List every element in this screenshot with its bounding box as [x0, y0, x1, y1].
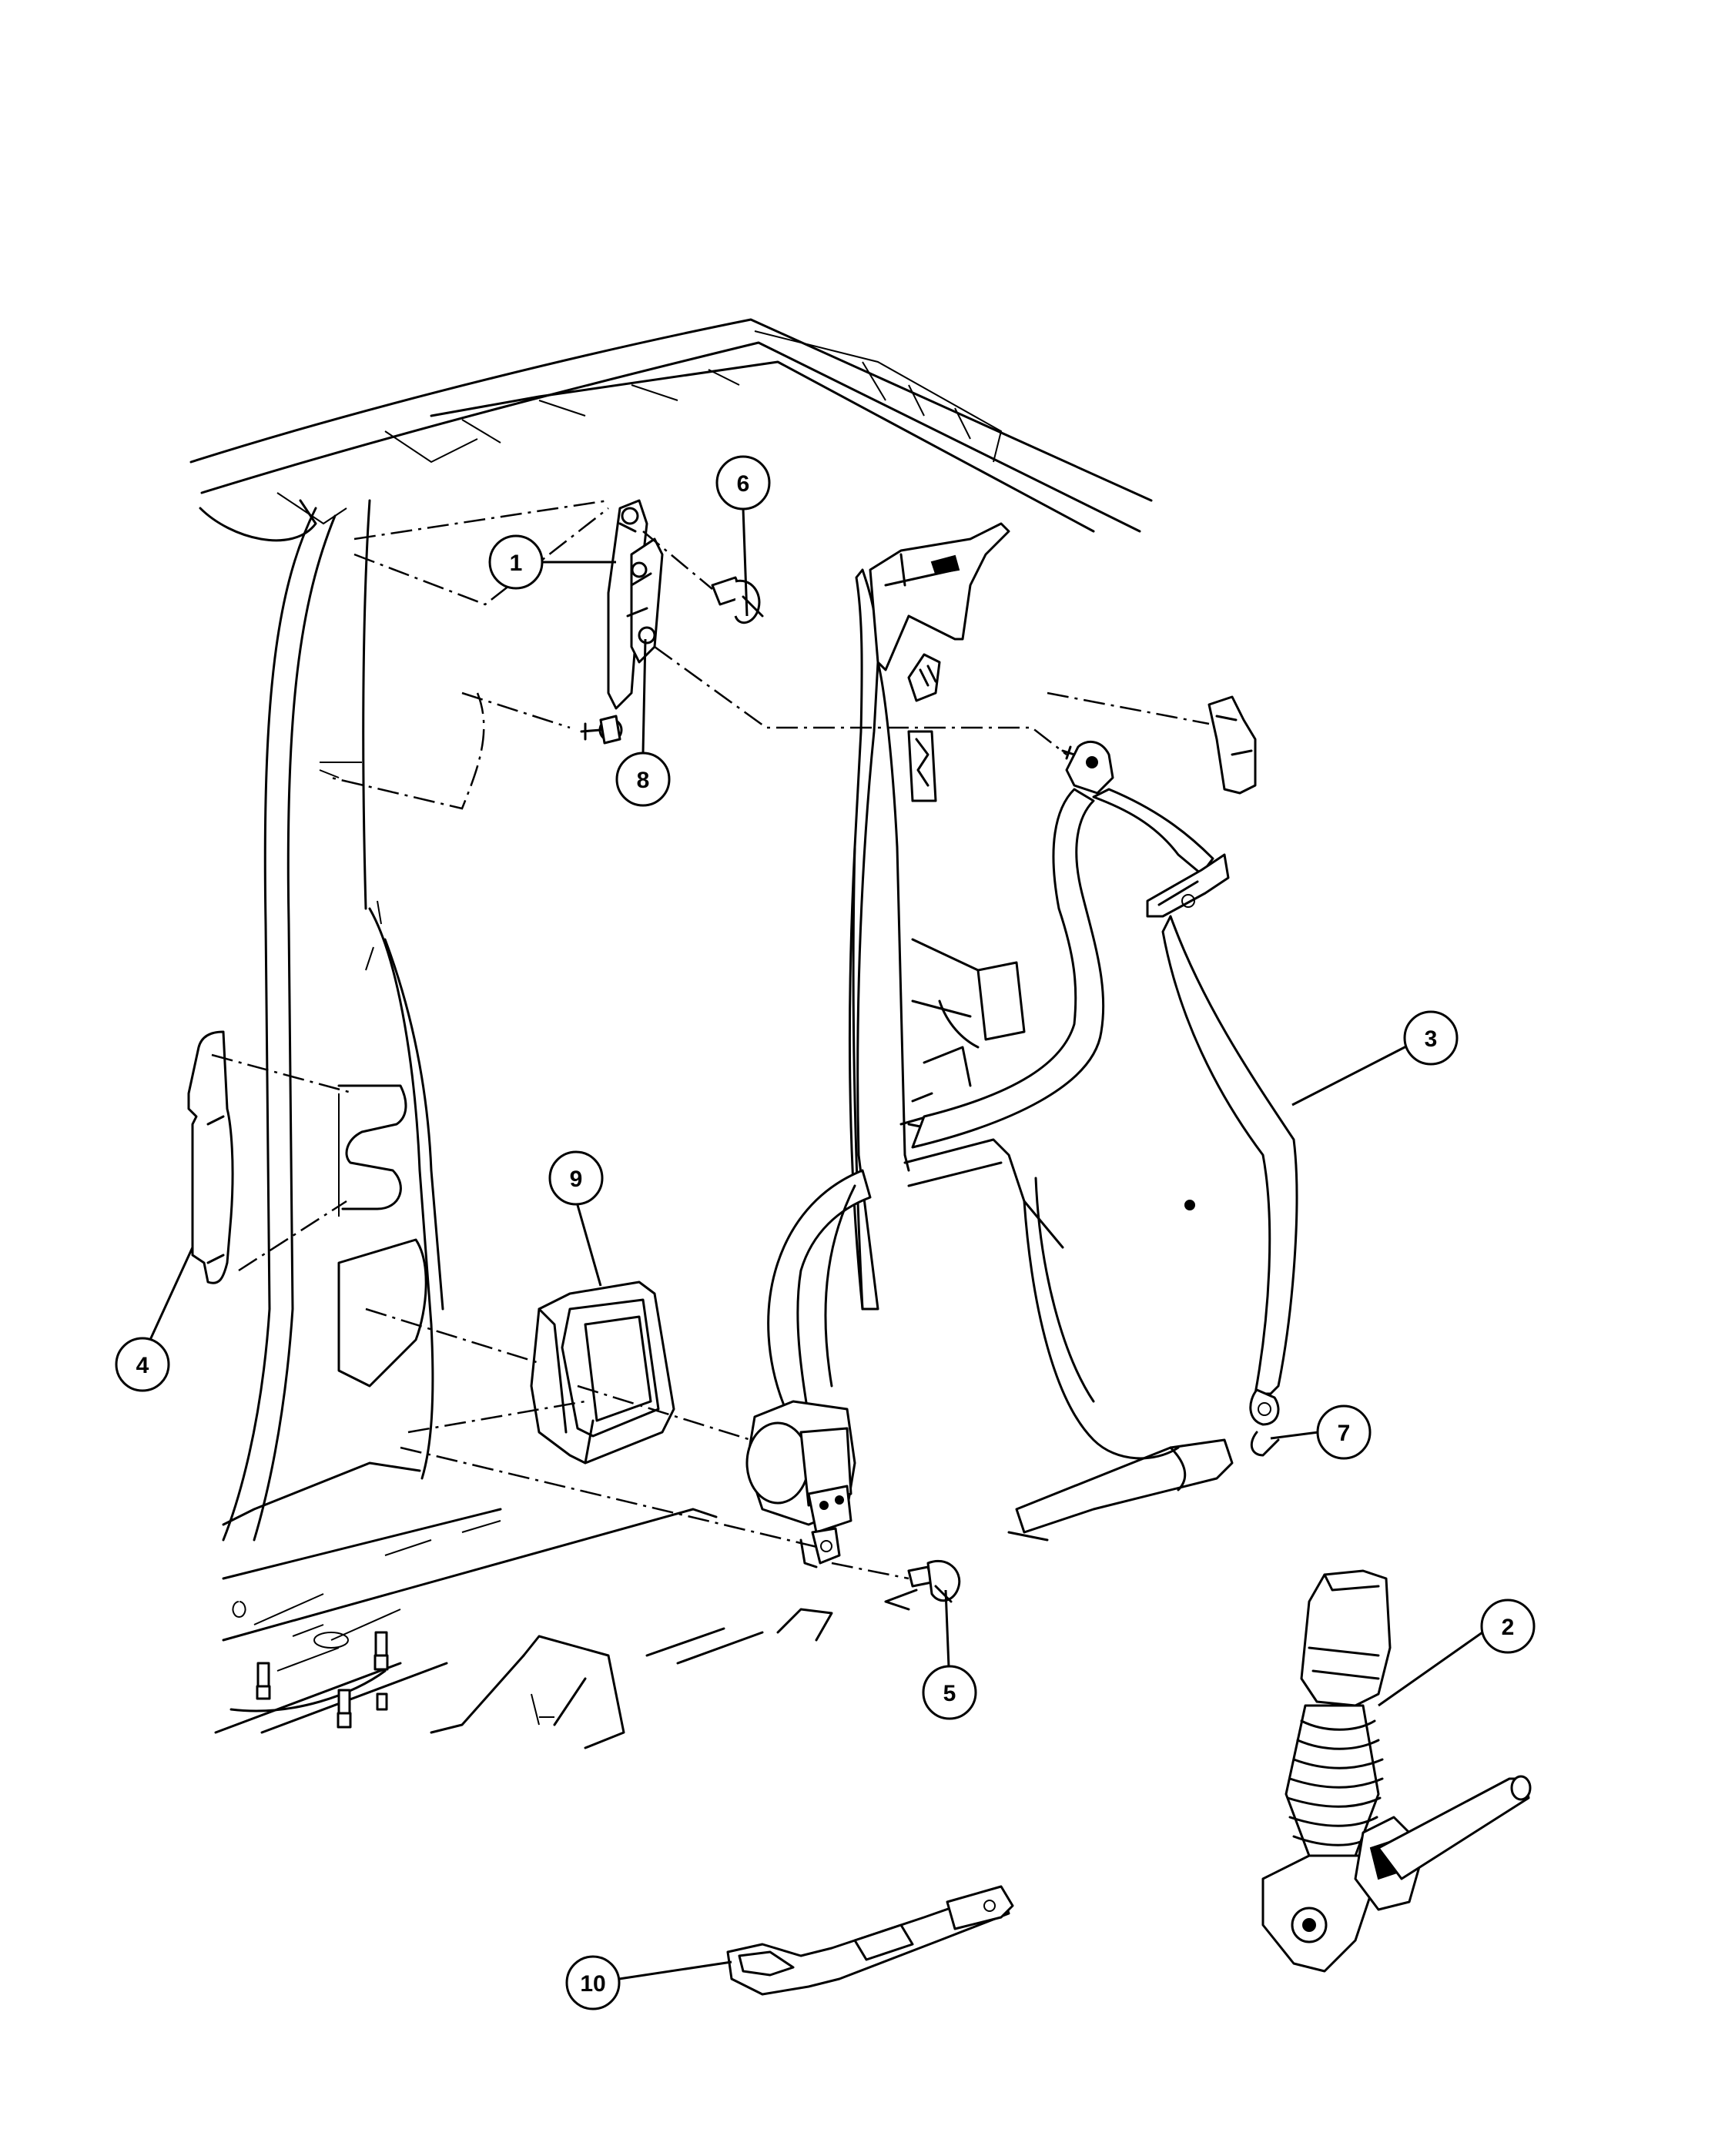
vehicle-body-structure	[189, 318, 1234, 1749]
part-6-bolt	[711, 576, 764, 624]
part-9-retractor-bezel	[530, 1281, 675, 1465]
part-3-seat-belt-assembly	[745, 740, 1298, 1568]
pillar-cap	[1208, 695, 1257, 795]
callout-2: 2	[1378, 1599, 1536, 1707]
callout-label: 8	[637, 768, 650, 793]
callout-label: 5	[943, 1681, 956, 1706]
callout-9: 9	[548, 1150, 604, 1287]
callout-label: 3	[1425, 1026, 1438, 1052]
callout-8: 8	[615, 638, 671, 807]
callout-label: 6	[737, 471, 750, 497]
callout-1: 1	[488, 534, 616, 590]
callout-5: 5	[922, 1589, 977, 1720]
callout-6: 6	[715, 455, 771, 617]
callout-label: 9	[570, 1167, 583, 1192]
part-2-seat-belt-buckle	[1261, 1569, 1532, 1973]
callout-label: 10	[580, 1971, 605, 1997]
part-10-center-buckle	[726, 1885, 1014, 1996]
callout-label: 2	[1502, 1615, 1515, 1640]
assembly-lines	[211, 499, 1210, 1580]
callout-10: 10	[565, 1955, 732, 2010]
floor-studs	[256, 1631, 389, 1729]
part-5-anchor-bolt	[907, 1559, 961, 1603]
part-8-bolt	[638, 626, 656, 644]
callout-label: 4	[136, 1353, 149, 1378]
callout-7: 7	[1270, 1404, 1372, 1460]
callout-3: 3	[1291, 1010, 1459, 1106]
callout-label: 7	[1338, 1421, 1351, 1446]
callout-4: 4	[115, 1247, 194, 1392]
part-4-trim-panel	[187, 1030, 234, 1284]
callout-label: 1	[510, 551, 523, 576]
